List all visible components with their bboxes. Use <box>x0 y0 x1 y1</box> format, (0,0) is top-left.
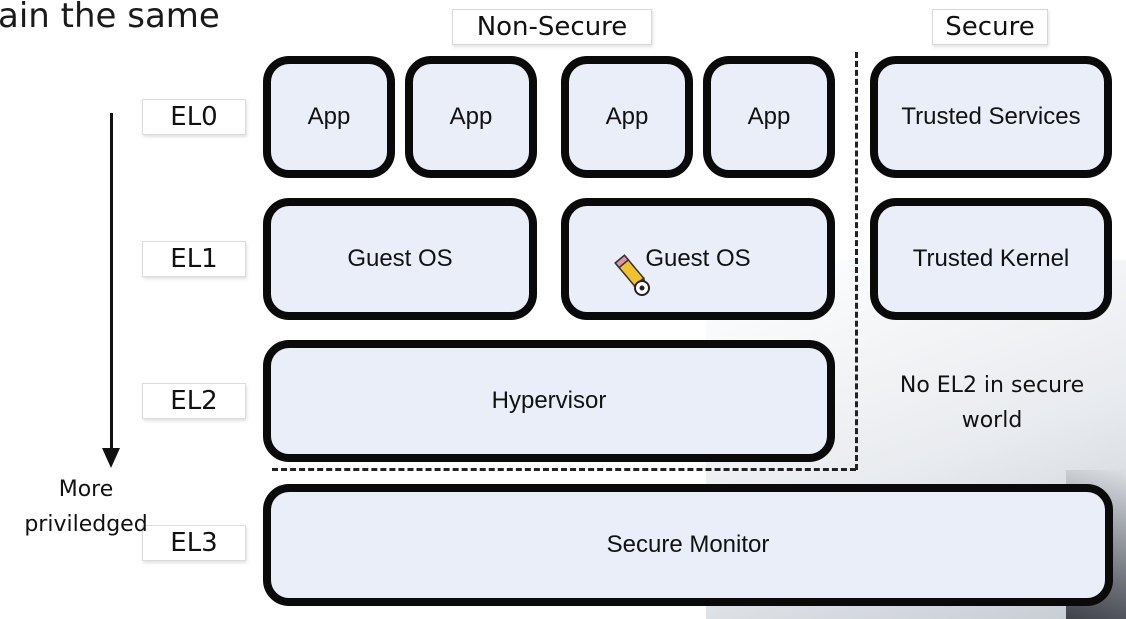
privilege-caption-line1: More <box>58 477 114 502</box>
privilege-arrow-head <box>102 448 120 468</box>
app-box-label: App <box>449 102 493 130</box>
app-box-2: App <box>405 56 537 178</box>
hypervisor-box: Hypervisor <box>263 340 835 462</box>
privilege-arrow-shaft <box>110 113 113 450</box>
guest-os-box-1: Guest OS <box>263 198 537 320</box>
secure-el2-note: No EL2 in secure world <box>872 368 1112 438</box>
level-label-el3: EL3 <box>142 525 246 561</box>
secure-monitor-box: Secure Monitor <box>263 484 1113 606</box>
trusted-kernel-box: Trusted Kernel <box>870 198 1112 320</box>
trusted-services-label: Trusted Services <box>901 102 1081 130</box>
world-divider-horizontal <box>272 468 856 471</box>
secure-el2-note-line1: No EL2 in secure <box>899 373 1085 398</box>
trusted-kernel-label: Trusted Kernel <box>912 244 1070 272</box>
secure-monitor-label: Secure Monitor <box>606 530 770 558</box>
privilege-caption: More priviledged <box>12 472 160 542</box>
guest-os-box-2: Guest OS <box>561 198 835 320</box>
app-box-1: App <box>263 56 395 178</box>
app-box-label: App <box>307 102 351 130</box>
privilege-caption-line2: priviledged <box>24 512 148 538</box>
app-box-label: App <box>747 102 791 130</box>
level-label-el0: EL0 <box>142 99 246 135</box>
hypervisor-label: Hypervisor <box>491 386 607 414</box>
level-label-el1: EL1 <box>142 241 246 277</box>
header-non-secure: Non-Secure <box>452 9 652 45</box>
guest-os-label: Guest OS <box>347 244 453 272</box>
pencil-icon <box>614 254 650 296</box>
level-label-el2: EL2 <box>142 383 246 419</box>
app-box-3: App <box>561 56 693 178</box>
app-box-4: App <box>703 56 835 178</box>
trusted-services-box: Trusted Services <box>870 56 1112 178</box>
guest-os-label: Guest OS <box>645 244 751 272</box>
app-box-label: App <box>605 102 649 130</box>
secure-el2-note-line2: world <box>961 408 1023 434</box>
slide-text-fragment: ain the same <box>0 0 220 36</box>
world-divider-vertical <box>855 52 858 470</box>
header-secure: Secure <box>932 9 1048 45</box>
